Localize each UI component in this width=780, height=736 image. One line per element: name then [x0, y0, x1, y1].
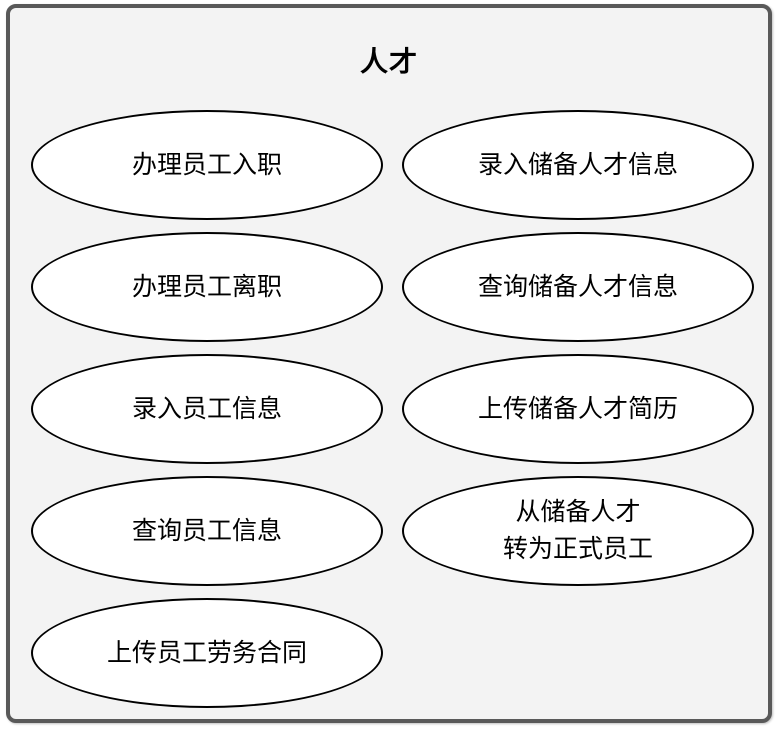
usecase-offboard-employee: 办理员工离职: [31, 232, 383, 342]
usecase-query-reserve-talent-info: 查询储备人才信息: [402, 232, 754, 342]
usecase-upload-reserve-talent-resume: 上传储备人才简历: [402, 354, 754, 464]
usecase-enter-reserve-talent-info: 录入储备人才信息: [402, 110, 754, 220]
usecase-label: 办理员工离职: [131, 272, 282, 301]
talent-module-frame: 人才 办理员工入职 办理员工离职 录入员工信息 查询员工信息 上传员工劳务合同 …: [6, 4, 772, 723]
usecase-onboard-employee: 办理员工入职: [31, 110, 383, 220]
usecase-label: 办理员工入职: [131, 150, 282, 179]
usecase-label: 上传员工劳务合同: [106, 638, 307, 667]
usecase-label: 录入员工信息: [131, 394, 282, 423]
usecase-label: 录入储备人才信息: [477, 150, 678, 179]
usecase-upload-employee-contract: 上传员工劳务合同: [31, 598, 383, 708]
usecase-enter-employee-info: 录入员工信息: [31, 354, 383, 464]
usecase-label: 查询储备人才信息: [477, 272, 678, 301]
usecase-label: 上传储备人才简历: [477, 394, 678, 423]
usecase-convert-reserve-to-employee: 从储备人才转为正式员工: [402, 476, 754, 586]
diagram-title: 人才: [359, 46, 418, 77]
usecase-query-employee-info: 查询员工信息: [31, 476, 383, 586]
usecase-label: 查询员工信息: [131, 516, 282, 545]
usecase-label: 从储备人才转为正式员工: [502, 498, 653, 563]
